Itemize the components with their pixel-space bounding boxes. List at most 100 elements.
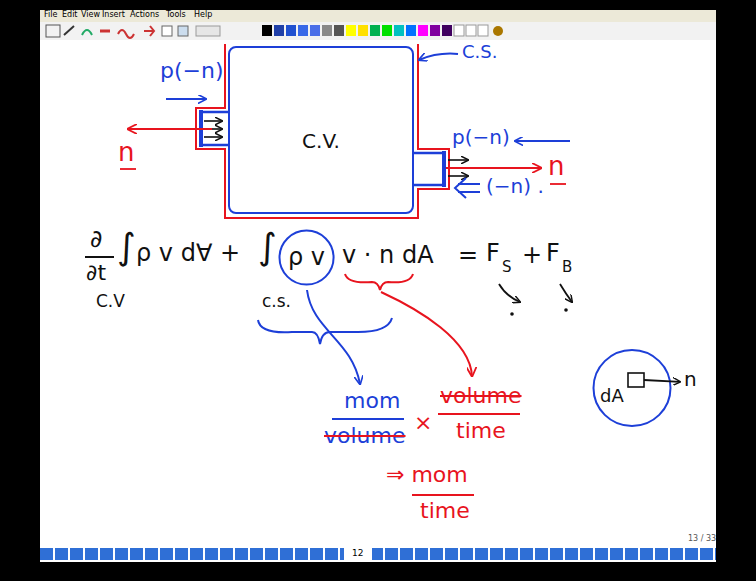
palette-swatch bbox=[466, 25, 476, 36]
slide-counter: 13 / 33 bbox=[688, 534, 716, 543]
math-term: F bbox=[546, 240, 560, 268]
unit-term: volume bbox=[440, 383, 522, 408]
integral-sign: ∫ bbox=[117, 226, 136, 267]
term-arrow bbox=[499, 284, 520, 302]
surface-label: C.S. bbox=[462, 42, 497, 63]
palette-swatch bbox=[394, 25, 404, 36]
palette-swatch bbox=[358, 25, 368, 36]
control-surface-outline bbox=[196, 44, 449, 218]
menu-item: Actions bbox=[130, 10, 159, 19]
normal-vector bbox=[128, 128, 212, 130]
menu-item: Tools bbox=[166, 10, 186, 19]
integral-limit: C.V bbox=[96, 292, 125, 312]
tool-icon bbox=[144, 26, 154, 36]
colour-palette bbox=[262, 25, 503, 36]
palette-swatch bbox=[478, 25, 488, 36]
page-number: 12 bbox=[352, 548, 363, 558]
unit-term: time bbox=[420, 498, 470, 523]
menu-bar bbox=[40, 10, 716, 22]
normal-label: n bbox=[548, 152, 564, 182]
menu-item: View bbox=[81, 10, 100, 19]
vector-underline bbox=[120, 168, 136, 170]
pipe-neck bbox=[201, 112, 444, 185]
tool-icon bbox=[178, 26, 188, 36]
integral-limit: c.s. bbox=[262, 292, 291, 312]
pressure-arrow bbox=[166, 98, 206, 100]
fraction-bar bbox=[438, 413, 520, 415]
underbrace bbox=[258, 318, 392, 344]
dot bbox=[564, 308, 568, 312]
tool-icons bbox=[46, 25, 220, 38]
node-text: ρ v bbox=[288, 244, 325, 272]
tool-icon bbox=[82, 30, 92, 35]
palette-swatch bbox=[334, 25, 344, 36]
palette-swatch bbox=[262, 25, 272, 36]
unit-term: mom bbox=[344, 388, 400, 413]
unit-term: volume bbox=[324, 423, 406, 448]
dot bbox=[510, 312, 514, 316]
unit-term: time bbox=[456, 418, 506, 443]
math-term: ∂t bbox=[86, 260, 106, 285]
status-bar bbox=[40, 546, 716, 562]
leader-arrow bbox=[307, 290, 360, 384]
palette-swatch bbox=[493, 26, 503, 36]
palette-swatch bbox=[346, 25, 356, 36]
math-term: F bbox=[486, 240, 500, 268]
tool-icon bbox=[196, 26, 220, 36]
fraction-bar bbox=[332, 418, 404, 420]
leader-arrow bbox=[419, 54, 458, 60]
palette-swatch bbox=[418, 25, 428, 36]
vector-label: n bbox=[684, 368, 697, 391]
palette-swatch bbox=[274, 25, 284, 36]
palette-swatch bbox=[310, 25, 320, 36]
area-patch bbox=[628, 373, 644, 387]
circle-outline bbox=[594, 350, 671, 426]
normal-label: n bbox=[118, 138, 134, 168]
pressure-label: p(−n) bbox=[160, 58, 224, 83]
fraction-bar bbox=[412, 494, 474, 496]
subscript: B bbox=[562, 259, 572, 276]
leader-arrow bbox=[381, 292, 472, 376]
term-arrow bbox=[560, 284, 572, 302]
double-arrow bbox=[455, 178, 480, 198]
math-term: ∂ bbox=[90, 226, 102, 254]
underbrace bbox=[345, 274, 413, 290]
palette-swatch bbox=[370, 25, 380, 36]
unit-term: × bbox=[414, 410, 432, 435]
flow-arrow bbox=[448, 159, 468, 161]
menu-item: File bbox=[44, 10, 57, 19]
circled-term: ρ v bbox=[278, 229, 335, 286]
page-number-box bbox=[344, 547, 372, 561]
palette-swatch bbox=[430, 25, 440, 36]
page-strip bbox=[40, 548, 716, 560]
tool-icon bbox=[100, 30, 110, 33]
math-term: = bbox=[458, 242, 478, 270]
tool-icon bbox=[162, 26, 172, 36]
tool-bar bbox=[40, 22, 716, 40]
tool-icon bbox=[64, 26, 74, 35]
integral-sign: ∫ bbox=[258, 226, 277, 267]
subscript: S bbox=[502, 259, 512, 276]
menu-item: Insert bbox=[102, 10, 125, 19]
tool-icon bbox=[46, 25, 60, 37]
force-label: (−n) . bbox=[486, 175, 544, 198]
math-term: v · n dA bbox=[342, 242, 434, 270]
page bbox=[40, 40, 716, 546]
tool-icon bbox=[118, 30, 134, 38]
palette-swatch bbox=[322, 25, 332, 36]
node-text: C.V. bbox=[302, 130, 340, 153]
normal-arrow bbox=[644, 380, 680, 382]
fraction-bar bbox=[85, 256, 114, 258]
outlet-face bbox=[442, 151, 446, 187]
control-volume: C.V. bbox=[228, 46, 414, 214]
circle-outline bbox=[280, 231, 334, 285]
vector-underline bbox=[550, 183, 566, 185]
flow-arrow bbox=[448, 175, 468, 177]
normal-vector bbox=[446, 167, 541, 169]
menu-item: Help bbox=[194, 10, 212, 19]
unit-term: ⇒ mom bbox=[386, 462, 468, 487]
palette-swatch bbox=[454, 25, 464, 36]
palette-swatch bbox=[382, 25, 392, 36]
node-text: dA bbox=[600, 386, 624, 407]
math-term: ρ v d∀ + bbox=[136, 240, 240, 268]
